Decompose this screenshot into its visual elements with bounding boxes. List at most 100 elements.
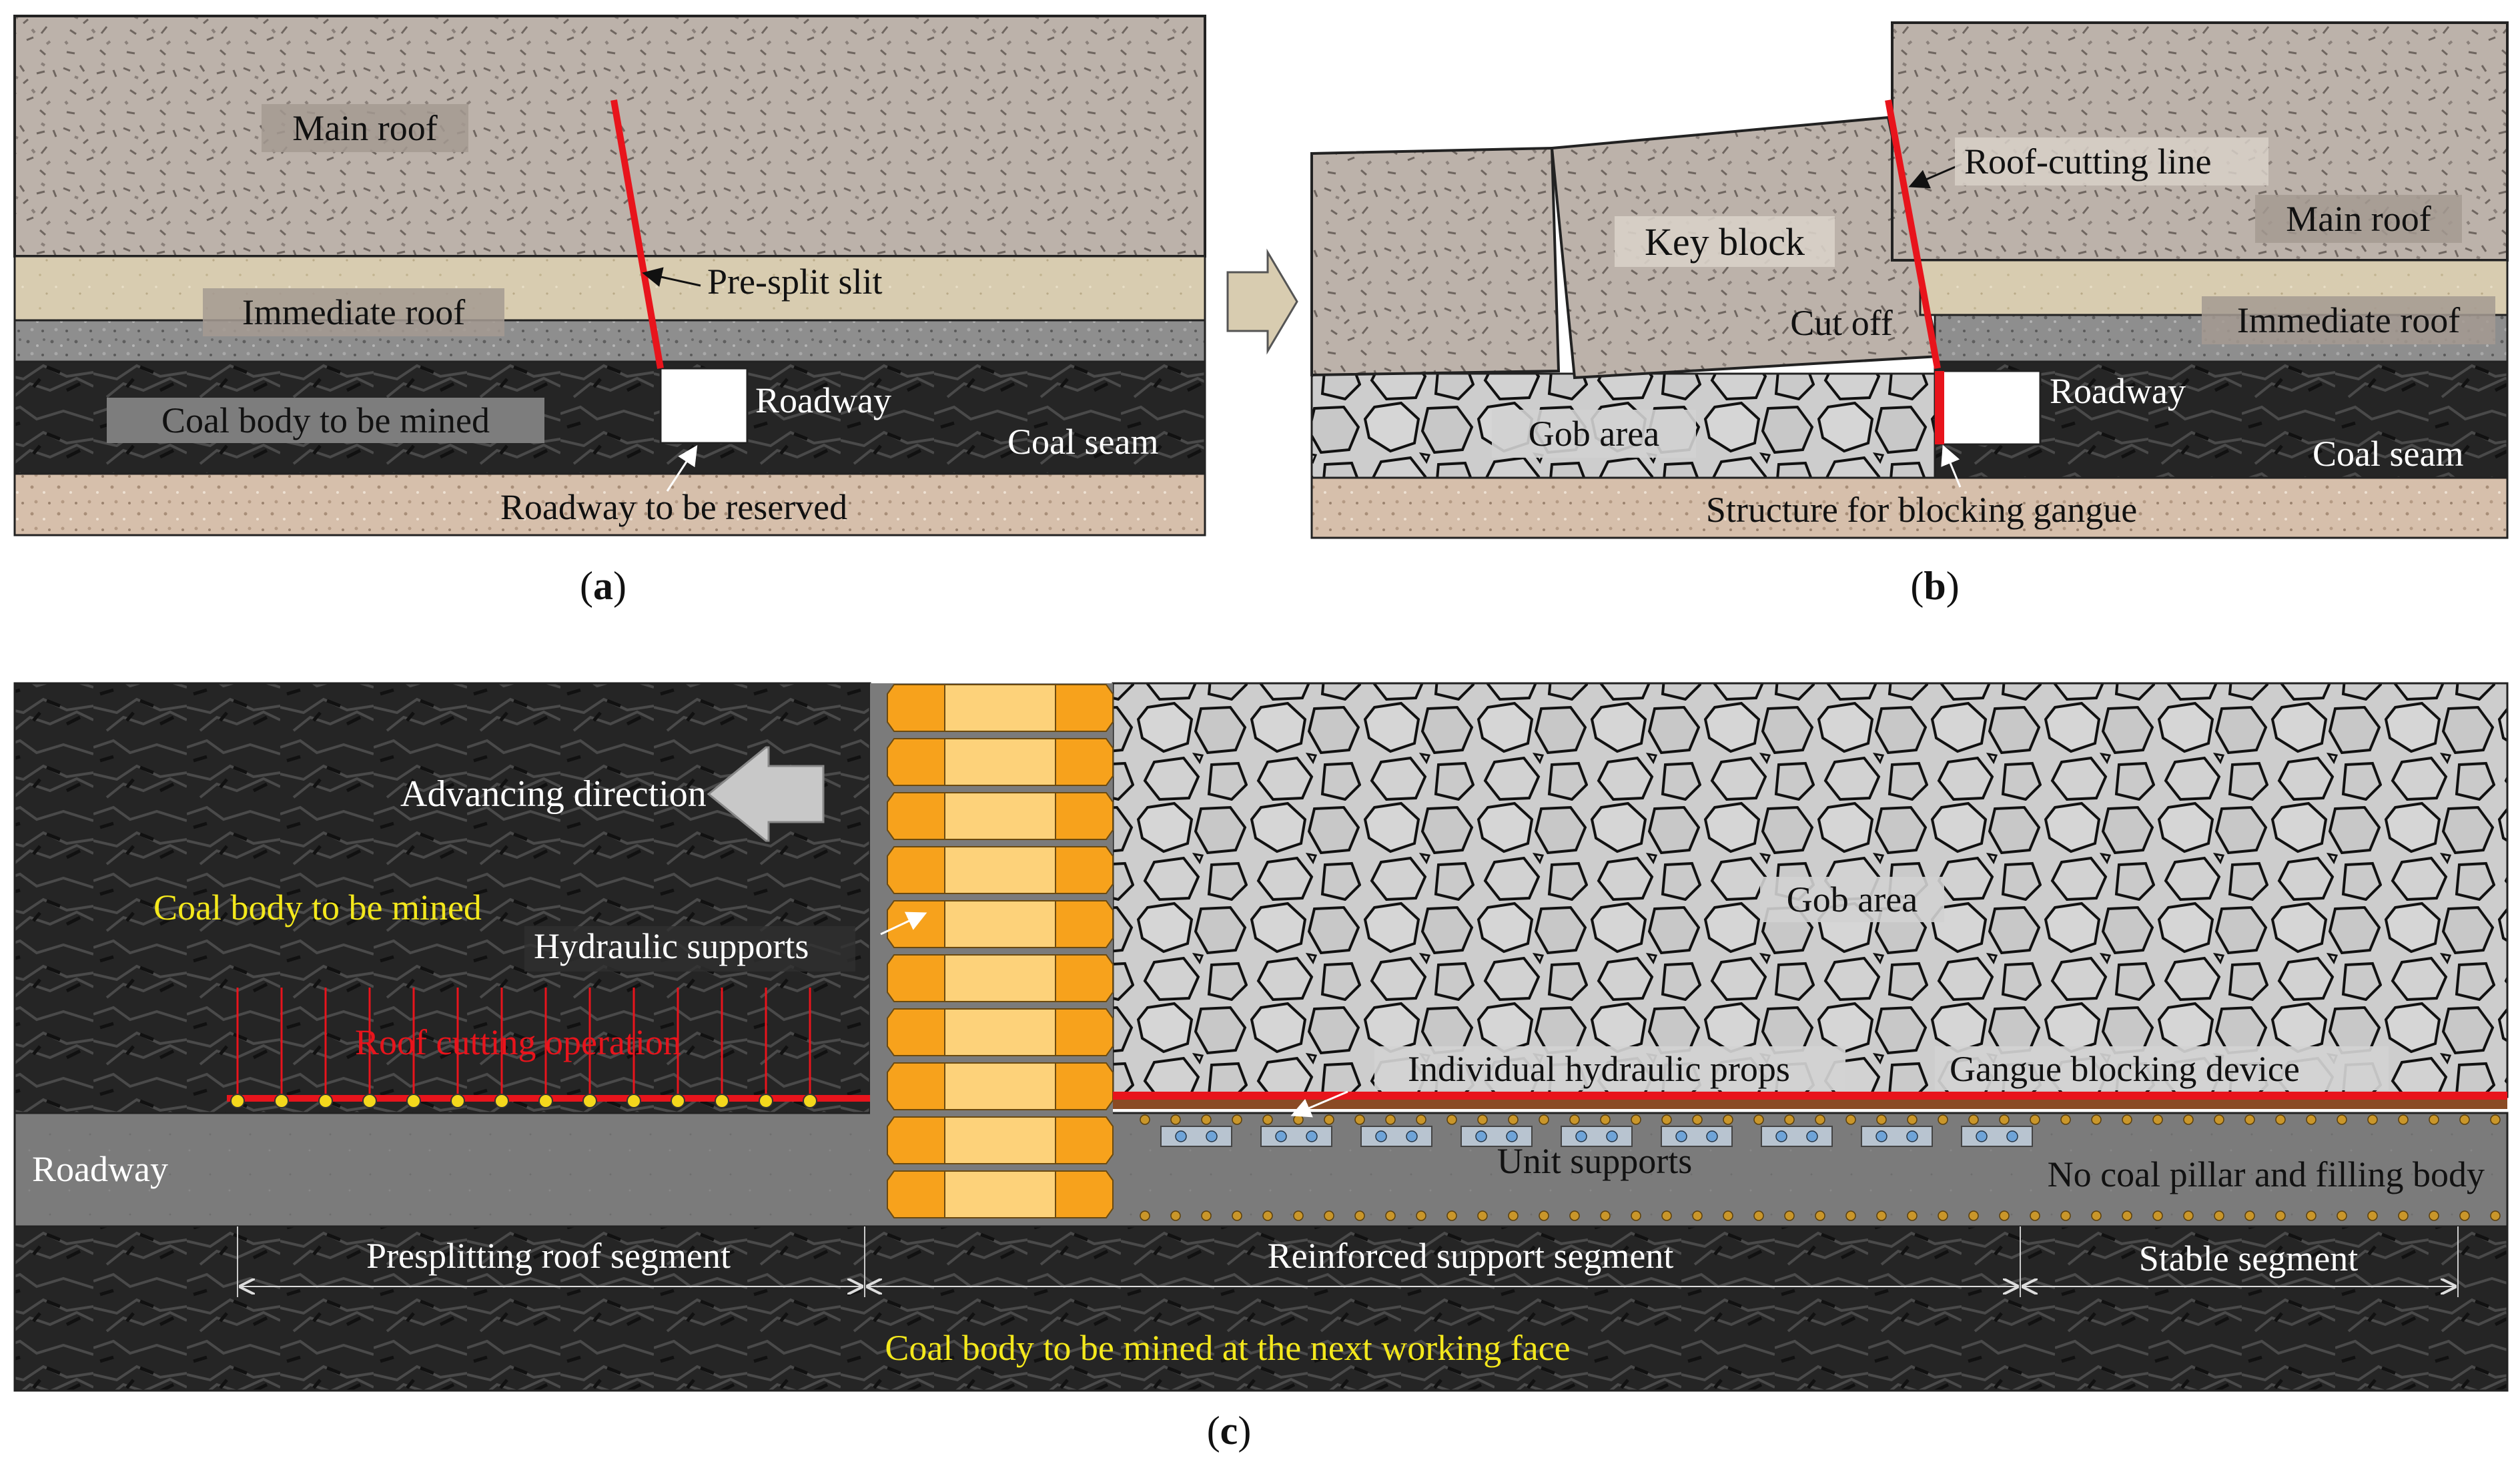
b-main-roof-label: Main roof: [2286, 199, 2431, 239]
c-hydraulic-supports-label: Hydraulic supports: [534, 926, 809, 966]
panel-b: Roof-cutting line Key block Main roof Cu…: [1310, 21, 2509, 608]
prop-dot-bottom: [1569, 1210, 1580, 1221]
unit-support-body: [1861, 1126, 1933, 1147]
c-individual-props-label: Individual hydraulic props: [1408, 1049, 1790, 1089]
b-blocking-pointer: [1941, 444, 1962, 488]
prop-dot-bottom: [2459, 1210, 2470, 1221]
c-roadway-label: Roadway: [32, 1149, 168, 1189]
prop-dot-top: [1845, 1114, 1856, 1125]
c-advancing-direction-label: Advancing direction: [400, 773, 707, 815]
unit-support: [1561, 1126, 1633, 1147]
prop-dot-bottom: [1876, 1210, 1887, 1221]
drill-hole-marker: [582, 1094, 597, 1108]
hydraulic-support-unit: [887, 738, 1114, 786]
a-caption-letter: a: [593, 564, 613, 608]
support-right-cap: [1055, 1170, 1114, 1218]
prop-dot-bottom: [1938, 1210, 1948, 1221]
unit-support-cylinder: [1275, 1130, 1287, 1142]
a-main-roof-label-box: [262, 104, 468, 152]
b-coal-seam-label: Coal seam: [2313, 434, 2463, 474]
prop-dot-top: [2459, 1114, 2470, 1125]
drill-hole-marker: [759, 1094, 773, 1108]
a-coal-body-label-box: [107, 398, 544, 443]
hydraulic-support-unit: [887, 900, 1114, 948]
support-left-cap: [887, 738, 945, 786]
c-props-label-box: [1374, 1046, 1845, 1090]
c-gob-area-label: Gob area: [1787, 879, 1918, 919]
unit-support-cylinder: [1906, 1130, 1918, 1142]
c-gangue-blocking-device: [1113, 1092, 2507, 1100]
prop-dot-top: [1631, 1114, 1641, 1125]
prop-dot-bottom: [2060, 1210, 2071, 1221]
b-gob-label-box: [1492, 410, 1696, 458]
prop-dot-bottom: [1968, 1210, 1979, 1221]
unit-support: [1260, 1126, 1332, 1147]
c-props-pointer: [1290, 1090, 1348, 1118]
a-floor-layer: [13, 472, 1206, 536]
prop-dot-bottom: [1723, 1210, 1733, 1221]
prop-dot-top: [1876, 1114, 1887, 1125]
prop-dot-top: [1661, 1114, 1672, 1125]
prop-dot-bottom: [1600, 1210, 1611, 1221]
prop-dot-top: [2244, 1114, 2255, 1125]
c-coal-body-label: Coal body to be mined: [153, 887, 482, 928]
c-coal-body-region: [13, 682, 871, 1116]
b-key-block-label: Key block: [1645, 220, 1805, 264]
prop-dot-top: [2030, 1114, 2040, 1125]
prop-dot-bottom: [1262, 1210, 1273, 1221]
prop-dot-bottom: [1416, 1210, 1426, 1221]
unit-support-cylinder: [1406, 1130, 1418, 1142]
support-left-cap: [887, 900, 945, 948]
c-next-face-region: [13, 1225, 2509, 1392]
c-hydraulic-pointer: [880, 911, 927, 936]
prop-dot-top: [2367, 1114, 2378, 1125]
prop-dot-bottom: [2214, 1210, 2224, 1221]
support-right-cap: [1055, 954, 1114, 1002]
prop-dot-top: [1201, 1114, 1212, 1125]
prop-dot-bottom: [2306, 1210, 2317, 1221]
c-unit-supports-label: Unit supports: [1497, 1141, 1693, 1181]
unit-support-body: [1460, 1126, 1533, 1147]
support-right-cap: [1055, 738, 1114, 786]
a-main-roof-layer: [13, 15, 1206, 258]
b-roof-cutting-line: [1885, 99, 1941, 369]
a-roadway: [659, 367, 749, 444]
unit-support-cylinder: [1675, 1130, 1687, 1142]
c-roof-cutting-operation-label: Roof cutting operation: [355, 1022, 681, 1062]
support-body: [944, 846, 1056, 894]
a-roadway-reserved-label: Roadway to be reserved: [500, 487, 847, 527]
prop-dot-top: [1968, 1114, 1979, 1125]
unit-support-body: [1561, 1126, 1633, 1147]
prop-dot-bottom: [1907, 1210, 1918, 1221]
drill-hole-marker: [538, 1094, 553, 1108]
drill-hole-marker: [274, 1094, 289, 1108]
support-body: [944, 738, 1056, 786]
prop-dot-top: [1262, 1114, 1273, 1125]
unit-support: [1360, 1126, 1432, 1147]
b-roof-cutting-label-box: [1955, 137, 2268, 186]
a-coal-seam-label: Coal seam: [1007, 422, 1158, 462]
drill-hole-marker: [494, 1094, 509, 1108]
unit-support: [1761, 1126, 1833, 1147]
b-cut-off-label: Cut off: [1790, 303, 1893, 343]
unit-support-body: [1961, 1126, 2033, 1147]
support-body: [944, 1116, 1056, 1164]
prop-dot-bottom: [2091, 1210, 2102, 1221]
c-advancing-arrow: [707, 746, 825, 842]
unit-support: [1661, 1126, 1733, 1147]
c-drill-holes: [230, 988, 817, 1108]
hydraulic-support-unit: [887, 684, 1114, 732]
prop-dot-bottom: [2152, 1210, 2163, 1221]
drill-hole-marker: [450, 1094, 465, 1108]
unit-support-cylinder: [1706, 1130, 1718, 1142]
unit-support: [1160, 1126, 1232, 1147]
unit-support-body: [1360, 1126, 1432, 1147]
prop-dot-top: [2429, 1114, 2439, 1125]
hydraulic-support-unit: [887, 1062, 1114, 1110]
b-roof-cutting-line-label: Roof-cutting line: [1964, 141, 2211, 181]
c-no-pillar-label: No coal pillar and filling body: [2048, 1154, 2485, 1194]
prop-dot-top: [2152, 1114, 2163, 1125]
prop-dot-top: [1293, 1114, 1304, 1125]
drill-hole-marker: [715, 1094, 729, 1108]
prop-dot-bottom: [2429, 1210, 2439, 1221]
